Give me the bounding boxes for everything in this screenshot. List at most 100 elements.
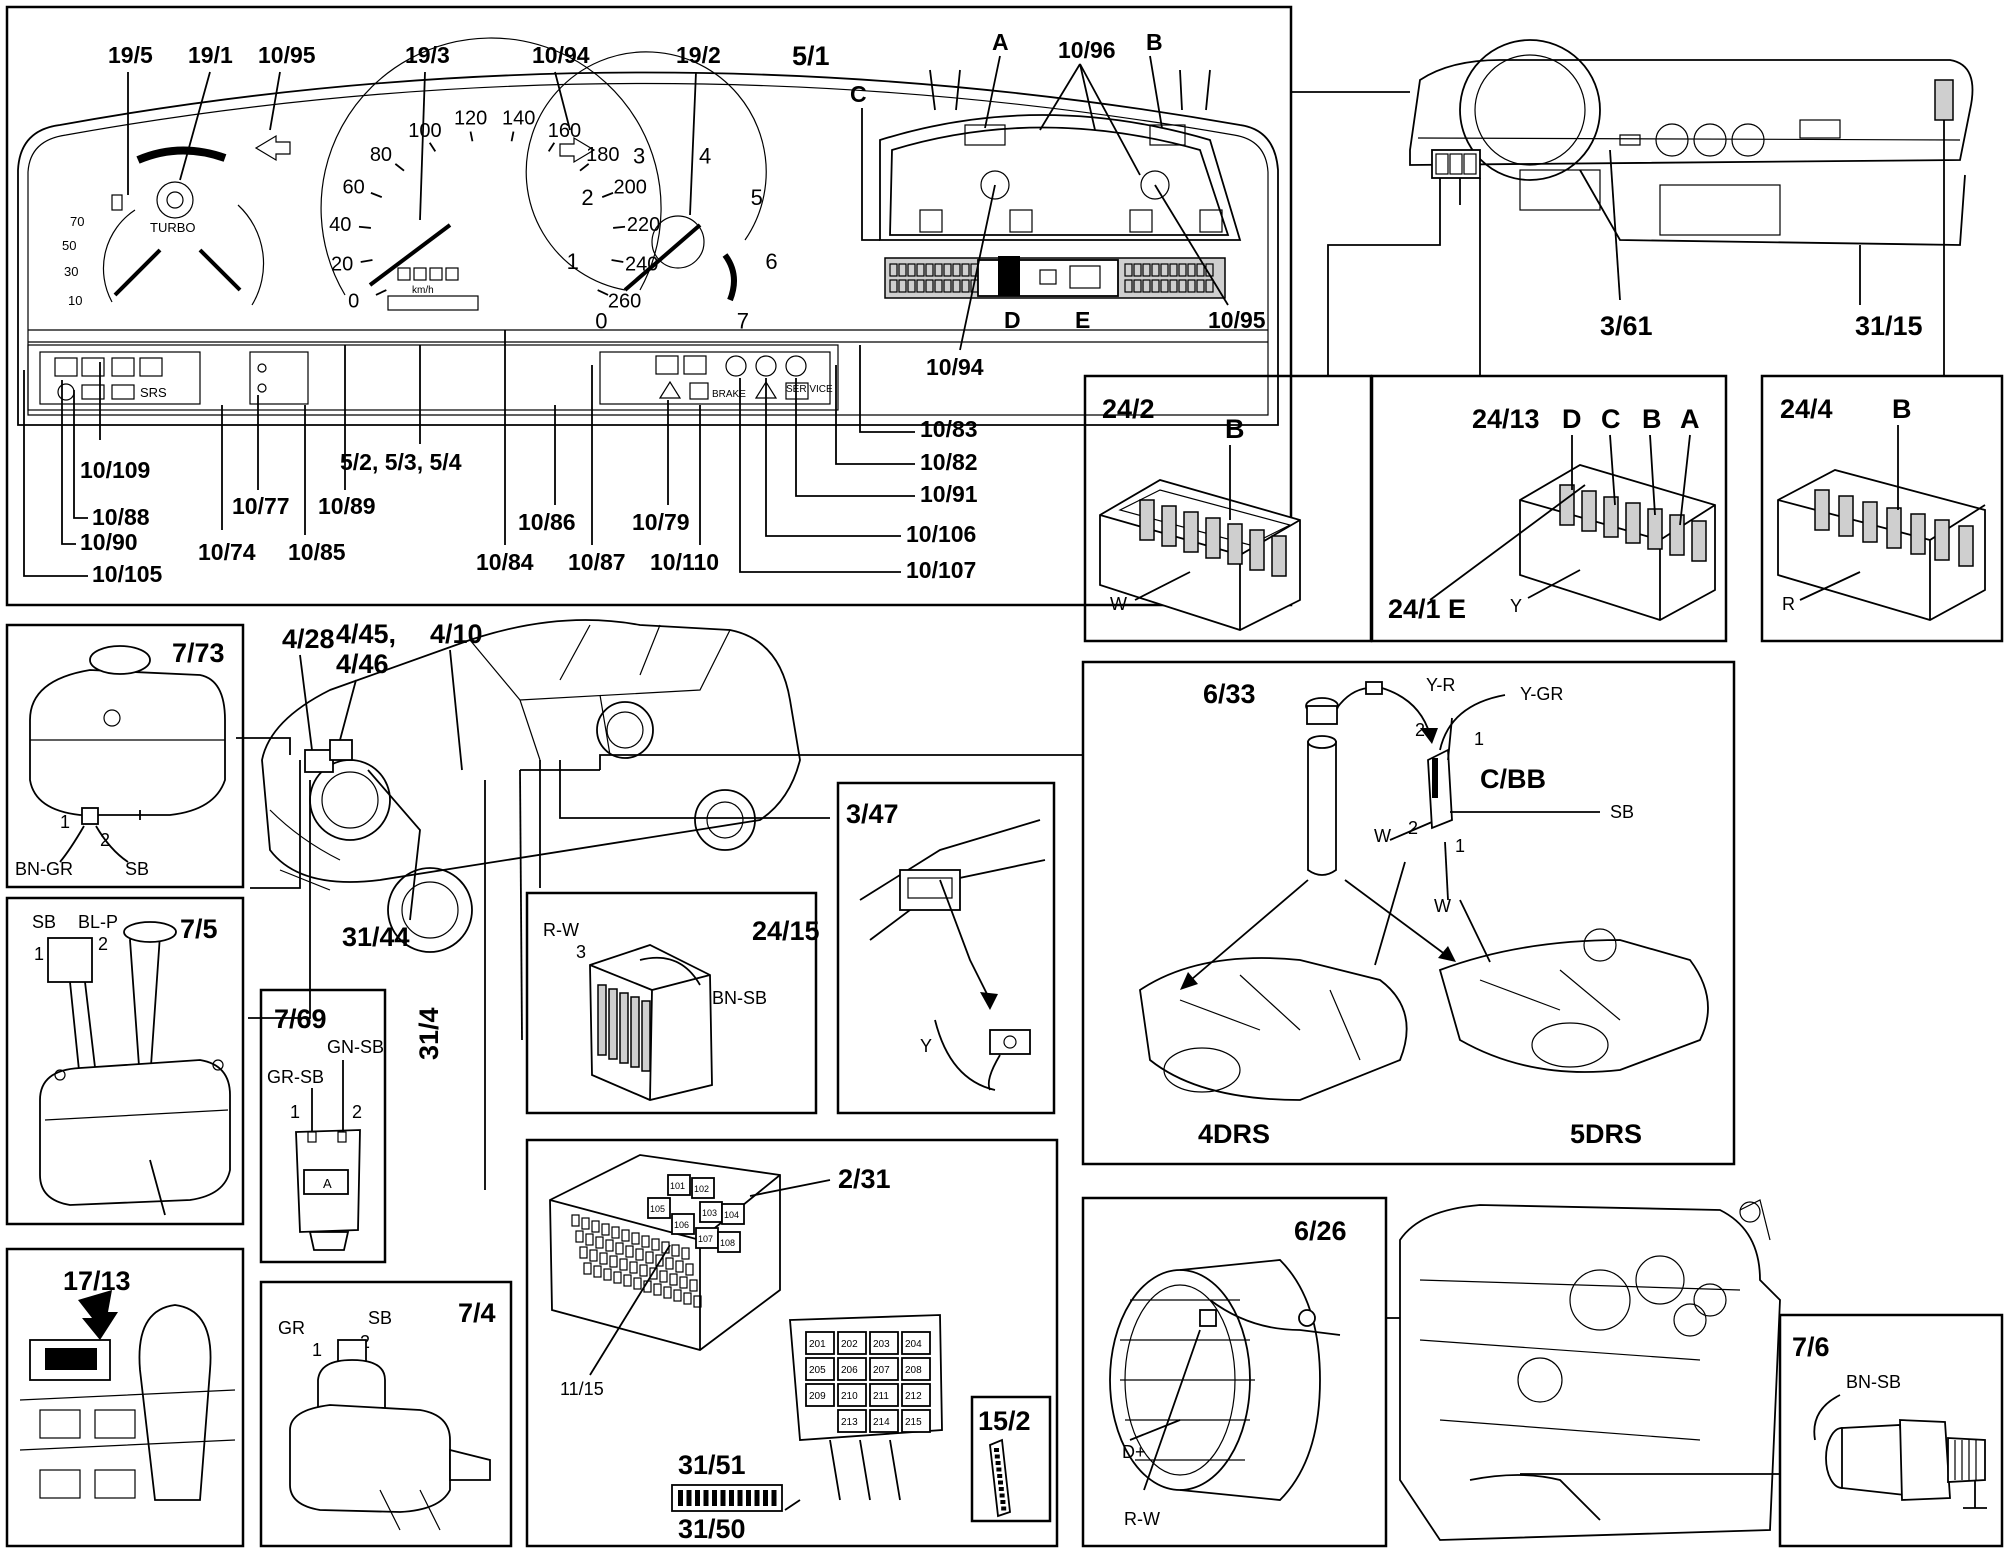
- relay-b: [837, 1383, 867, 1407]
- fuse-slot: [631, 1232, 640, 1245]
- fuse-slot: [605, 1239, 614, 1252]
- fuse-slot: [611, 1226, 620, 1239]
- panel-7-73-wire2: SB: [125, 859, 149, 879]
- rear-leader-lines: [861, 55, 1229, 351]
- label-10-95-top: 10/95: [258, 42, 316, 68]
- label-10-107: 10/107: [906, 557, 976, 583]
- panel-7-5: [5, 896, 245, 1226]
- rear-pin: [1205, 279, 1214, 293]
- connector-15-2-pin: [995, 1461, 1001, 1465]
- connector-15-2-pin: [994, 1454, 1000, 1459]
- engine-illustration: [1399, 1199, 1781, 1541]
- fuel-tick-label: 10: [68, 293, 82, 308]
- dash-leader-lines: [1327, 120, 1945, 375]
- relay-a-label: 102: [694, 1184, 709, 1194]
- rear-pin: [1124, 263, 1133, 277]
- panel-24-15-title: 24/15: [752, 916, 820, 946]
- fuse-slot: [669, 1273, 678, 1286]
- switch-7-69-illustration: [295, 1060, 361, 1251]
- speed-tick-mark: [601, 192, 614, 198]
- panel-24-13-color: Y: [1510, 596, 1522, 616]
- rear-label-10-94: 10/94: [926, 354, 984, 380]
- relay-a-label: 105: [650, 1204, 665, 1214]
- label-19-2: 19/2: [676, 42, 721, 68]
- rear-pin: [1178, 263, 1187, 277]
- panel-7-5-wire2: BL-P: [78, 912, 118, 932]
- label-10-84: 10/84: [476, 549, 534, 575]
- fuse-slot: [579, 1246, 588, 1259]
- panel-7-5-wire1: SB: [32, 912, 56, 932]
- panel-24-4: [1760, 374, 2004, 643]
- speed-tick-label: 220: [627, 214, 660, 236]
- fuse-slot: [585, 1233, 594, 1246]
- relay-b-label: 205: [809, 1365, 826, 1376]
- fuel-wire-w2: W: [1434, 896, 1451, 916]
- rpm-tick-label: 7: [737, 309, 749, 334]
- connector-24-13-slot: [1603, 496, 1619, 538]
- relay-b-label: 206: [841, 1365, 858, 1376]
- label-31-15: 31/15: [1855, 311, 1923, 341]
- panel-2-31-title: 2/31: [838, 1164, 891, 1194]
- connector-31-51-pin: [686, 1490, 692, 1506]
- label-15-2: 15/2: [978, 1406, 1031, 1436]
- connector-15-2-pin: [997, 1474, 1003, 1478]
- fuse-slot: [603, 1268, 612, 1281]
- fuse-slot: [659, 1270, 668, 1283]
- connector-24-15-slot: [641, 1000, 651, 1072]
- relay-b: [837, 1331, 867, 1355]
- fuse-slot: [583, 1262, 592, 1275]
- connector-24-13-slot: [1559, 484, 1575, 526]
- panel-24-2-color: W: [1110, 594, 1127, 614]
- label-10-85: 10/85: [288, 539, 346, 565]
- relay-b: [805, 1331, 835, 1355]
- fuel-tick-label: 70: [70, 214, 84, 229]
- connector-31-51-pin: [678, 1490, 683, 1506]
- washer-reservoir-7-5-illustration: [39, 921, 231, 1216]
- connector-24-15-illustration: [589, 944, 713, 1101]
- panel-7-69-mark: A: [323, 1176, 332, 1191]
- panel-24-15-wire1: R-W: [543, 920, 579, 940]
- fuse-slot: [685, 1263, 694, 1276]
- label-10-77: 10/77: [232, 493, 290, 519]
- panel-6-26-title: 6/26: [1294, 1216, 1347, 1246]
- fuse-slot: [681, 1247, 690, 1260]
- relay-b: [869, 1331, 899, 1355]
- rear-pin: [1124, 279, 1133, 293]
- connector-24-2-illustration: [1099, 445, 1301, 631]
- rear-pin: [1142, 263, 1151, 277]
- relay-b: [869, 1409, 899, 1433]
- panel-7-5-title: 7/5: [180, 914, 218, 944]
- relay-a: [721, 1203, 745, 1225]
- rpm-tick-label: 6: [765, 249, 777, 274]
- speed-tick-label: 100: [408, 120, 441, 142]
- connector-24-4-slot: [1814, 489, 1830, 531]
- relay-b-label: 204: [905, 1339, 922, 1350]
- label-5-2-5-3-5-4: 5/2, 5/3, 5/4: [340, 449, 462, 475]
- dashboard-illustration: [1409, 39, 1974, 246]
- relay-a-label: 106: [674, 1220, 689, 1230]
- panel-17-13: [5, 1247, 245, 1548]
- panel-7-73: [5, 623, 245, 889]
- brake-reservoir-7-4-illustration: [289, 1339, 491, 1531]
- panel-3-47: [836, 781, 1056, 1115]
- connector-24-4-slot: [1934, 519, 1950, 561]
- label-10-83: 10/83: [920, 416, 978, 442]
- connector-31-51-pin: [763, 1490, 768, 1506]
- label-10-89: 10/89: [318, 493, 376, 519]
- speed-tick-mark: [428, 142, 437, 152]
- fuse-slot: [653, 1283, 662, 1296]
- car-label-4-45: 4/45,: [336, 619, 396, 649]
- speed-tick-label: 200: [614, 176, 647, 198]
- panel-7-73-pin1: 1: [60, 812, 70, 832]
- connector-24-13-slot: [1625, 502, 1641, 544]
- connector-31-51-pin: [703, 1490, 709, 1506]
- panel-15-2: [970, 1395, 1052, 1523]
- panel-24-13-c: C: [1601, 404, 1621, 434]
- label-10-86: 10/86: [518, 509, 576, 535]
- fuse-slot: [621, 1229, 630, 1242]
- rear-label-c: C: [850, 81, 867, 107]
- rear-pin: [889, 279, 898, 293]
- rear-pin: [925, 263, 934, 277]
